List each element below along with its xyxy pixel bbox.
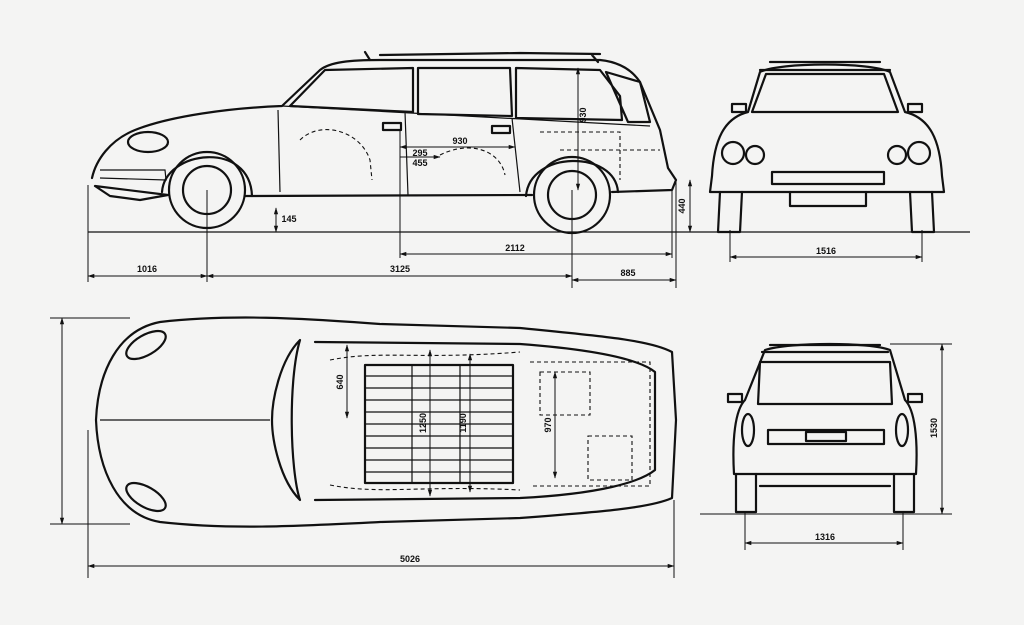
label-door-offset-upper: 295 <box>412 148 427 158</box>
label-front-overhang: 1016 <box>137 264 157 274</box>
top-interior-dashed <box>329 351 651 491</box>
label-wheelbase: 3125 <box>390 264 410 274</box>
mirror-right-rear <box>906 392 924 404</box>
label-interior-width-rear: 1190 <box>458 413 468 433</box>
label-rear-overhang: 885 <box>620 268 635 278</box>
roof-top <box>313 340 657 502</box>
rear-bumper <box>766 428 886 446</box>
side-windows <box>288 66 652 124</box>
top-view: 5026 640 1250 1190 970 <box>50 316 678 578</box>
label-interior-height: 930 <box>578 107 588 122</box>
label-load-floor: 2112 <box>505 243 525 253</box>
roof-rack-rear <box>760 343 890 354</box>
door-handle <box>381 121 403 132</box>
front-wheels-bumper <box>716 190 936 234</box>
roof-rack-side <box>363 50 602 64</box>
side-body-outline <box>90 58 678 202</box>
label-door-offset-lower: 455 <box>412 158 427 168</box>
rear-view: 1530 1316 <box>700 342 952 550</box>
headlight-top-left <box>125 329 167 361</box>
taillight-right <box>894 412 910 448</box>
windshield <box>750 72 900 114</box>
label-cargo-width: 970 <box>543 417 553 432</box>
headlight-left-outer <box>720 140 746 166</box>
door-handle <box>490 124 512 135</box>
roof-rack-bars <box>365 365 513 483</box>
side-view: 1016 3125 885 2112 145 440 930 295 455 9… <box>87 50 970 288</box>
headlight-left-inner <box>744 144 766 166</box>
wheel-arches <box>160 156 620 198</box>
license-plate <box>804 430 848 443</box>
side-body-lines <box>99 105 651 196</box>
headlight-right-outer <box>906 140 932 166</box>
label-interior-width-front: 1250 <box>418 413 428 433</box>
mirror-left-rear <box>726 392 744 404</box>
windshield-top <box>270 338 302 502</box>
roof-rack-front <box>758 60 892 72</box>
mirror-left <box>730 102 748 114</box>
label-load-sill: 440 <box>677 198 687 213</box>
rear-window <box>756 360 894 406</box>
front-bumper-grille <box>770 170 886 186</box>
label-ground-clearance: 145 <box>281 214 296 224</box>
label-overall-height: 1530 <box>929 418 939 438</box>
label-cargo-length: 930 <box>452 136 467 146</box>
front-body-outline <box>708 63 946 194</box>
label-rear-track: 1316 <box>815 532 835 542</box>
headlight-side <box>126 130 170 154</box>
rear-wheels <box>734 472 916 514</box>
label-front-track: 1516 <box>816 246 836 256</box>
side-interior-dashed <box>299 129 660 181</box>
mirror-right <box>906 102 924 114</box>
headlight-right-inner <box>886 144 908 166</box>
label-front-seat: 640 <box>335 374 345 389</box>
headlight-top-right <box>125 481 167 513</box>
label-overall-length: 5026 <box>400 554 420 564</box>
taillight-left <box>740 412 756 448</box>
top-body-outline <box>94 316 678 528</box>
front-view: 1516 <box>708 60 946 262</box>
